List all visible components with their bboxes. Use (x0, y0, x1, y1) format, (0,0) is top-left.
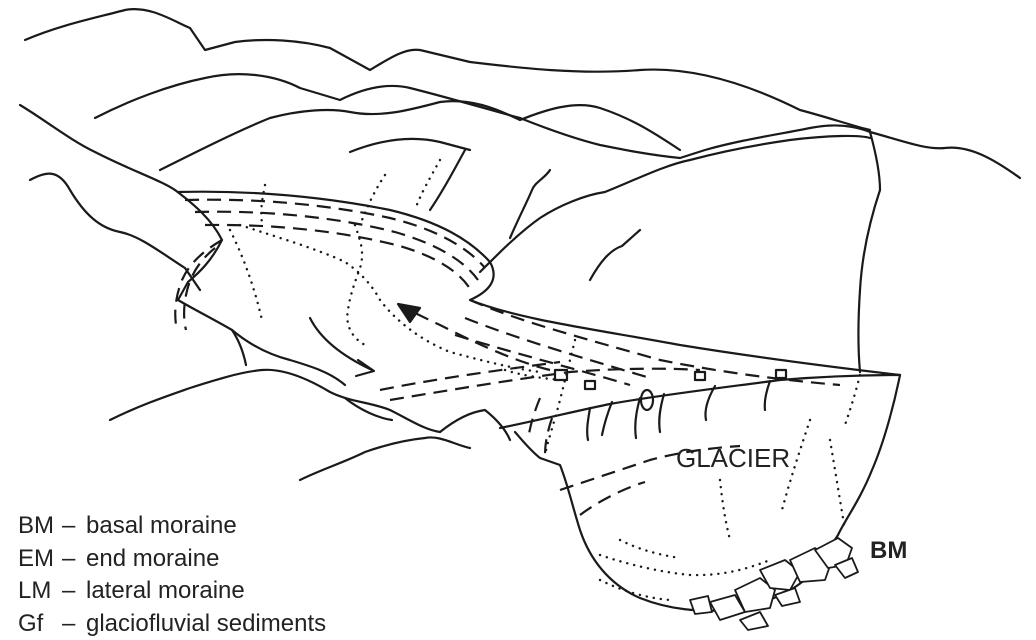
legend-item-lm: LM–lateral moraine (18, 575, 326, 608)
legend-text: end moraine (86, 545, 219, 572)
foreground-ridges (110, 190, 510, 480)
legend-code: BM (18, 510, 62, 543)
mountain-ridges (20, 9, 1020, 372)
legend-separator: – (62, 575, 86, 608)
legend-separator: – (62, 510, 86, 543)
legend-code: LM (18, 575, 62, 608)
legend-item-bm: BM–basal moraine (18, 510, 326, 543)
legend-code: EM (18, 543, 62, 576)
legend-text: basal moraine (86, 512, 237, 539)
bm-label: BM (870, 537, 907, 564)
legend-code: Gf (18, 608, 62, 640)
legend-item-gf: Gf–glaciofluvial sediments (18, 608, 326, 640)
glacier-label: GLACIER (676, 443, 790, 473)
legend-text: lateral moraine (86, 577, 245, 604)
legend: BM–basal moraine EM–end moraine LM–later… (18, 510, 326, 640)
legend-item-em: EM–end moraine (18, 543, 326, 576)
end-moraine-boulders (690, 538, 858, 630)
legend-text: glaciofluvial sediments (86, 610, 326, 637)
legend-separator: – (62, 608, 86, 640)
legend-separator: – (62, 543, 86, 576)
